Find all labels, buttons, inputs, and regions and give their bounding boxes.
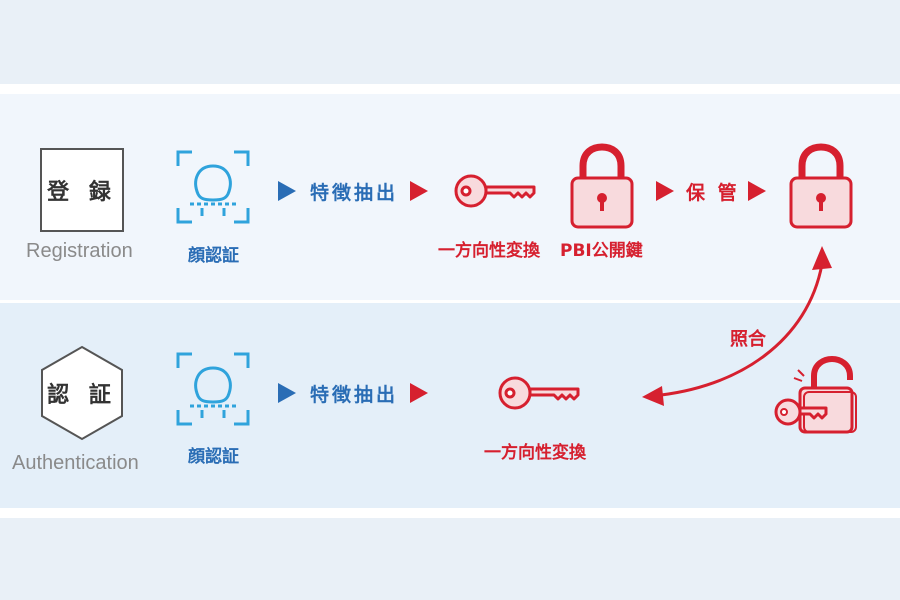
authentication-face-label: 顔認証	[188, 447, 239, 467]
store-label: 保 管	[686, 182, 740, 204]
registration-en-label: Registration	[26, 240, 133, 262]
face-scan-icon	[176, 150, 250, 224]
arrow-right-icon	[748, 181, 766, 201]
authentication-en-label: Authentication	[12, 452, 139, 474]
registration-oneway-label: 一方向性変換	[438, 241, 540, 261]
arrow-right-icon	[278, 383, 296, 403]
authentication-box-label: 認 証	[47, 383, 117, 408]
authentication-band	[0, 303, 900, 508]
authentication-extract-label: 特徴抽出	[310, 384, 399, 406]
padlock-icon	[789, 143, 853, 229]
padlock-icon	[570, 143, 634, 229]
divider	[0, 300, 900, 303]
arrow-right-icon	[410, 383, 428, 403]
match-label: 照合	[730, 329, 766, 350]
bottom-band	[0, 518, 900, 600]
registration-box: 登 録	[40, 148, 124, 232]
arrow-right-icon	[410, 181, 428, 201]
arrow-right-icon	[656, 181, 674, 201]
key-icon	[498, 376, 580, 410]
divider	[0, 84, 900, 94]
pbi-key-label: PBI公開鍵	[560, 241, 643, 261]
arrow-right-icon	[278, 181, 296, 201]
face-scan-icon	[176, 352, 250, 426]
top-band	[0, 0, 900, 84]
divider	[0, 508, 900, 518]
key-icon	[454, 174, 536, 208]
registration-extract-label: 特徴抽出	[310, 182, 399, 204]
authentication-box: 認 証	[40, 345, 124, 441]
authentication-oneway-label: 一方向性変換	[484, 443, 586, 463]
unlocked-padlock-icon	[774, 355, 857, 434]
registration-face-label: 顔認証	[188, 246, 239, 266]
